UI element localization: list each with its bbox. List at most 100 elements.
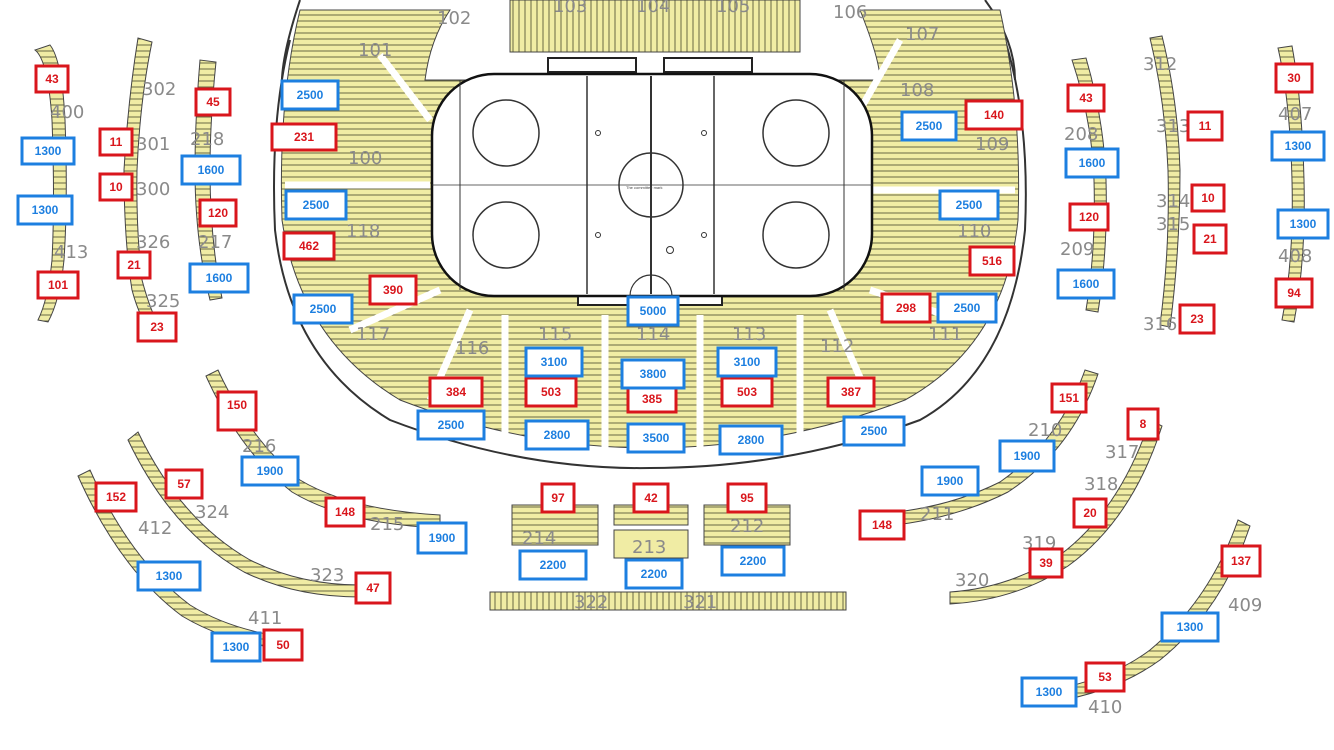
red-tag[interactable]: 516 xyxy=(968,245,1016,277)
red-tag[interactable]: 151 xyxy=(1050,382,1088,414)
blue-tag-value: 2500 xyxy=(303,198,330,212)
blue-tag[interactable]: 1300 xyxy=(20,136,76,166)
red-tag[interactable]: 21 xyxy=(116,250,152,280)
section-label: 218 xyxy=(190,129,224,150)
blue-tag[interactable]: 2200 xyxy=(720,545,786,577)
blue-tag[interactable]: 1900 xyxy=(920,465,980,497)
section-213-block xyxy=(613,529,689,559)
blue-tag[interactable]: 2800 xyxy=(524,419,590,451)
blue-tag[interactable]: 2500 xyxy=(416,409,486,441)
red-tag[interactable]: 10 xyxy=(98,172,134,202)
red-tag[interactable]: 23 xyxy=(1178,303,1216,335)
section-labels: 102 103 104 105 106 107 108 109 110 111 … xyxy=(50,0,1312,718)
blue-tag[interactable]: 2500 xyxy=(842,415,906,447)
red-tag[interactable]: 387 xyxy=(826,376,876,408)
blue-tag[interactable]: 2800 xyxy=(718,424,784,456)
red-tag[interactable]: 21 xyxy=(1192,223,1228,255)
section-label: 114 xyxy=(636,324,670,345)
blue-tag-value: 1600 xyxy=(1079,156,1106,170)
blue-tag-value: 1300 xyxy=(223,640,250,654)
blue-tag[interactable]: 1600 xyxy=(188,262,250,294)
red-tag[interactable]: 42 xyxy=(632,482,670,514)
red-tag[interactable]: 43 xyxy=(34,64,70,94)
blue-tag[interactable]: 1600 xyxy=(1064,147,1120,179)
red-tag[interactable]: 47 xyxy=(354,571,392,605)
red-tag[interactable]: 45 xyxy=(194,87,232,117)
red-tag-value: 21 xyxy=(127,258,141,272)
red-tag[interactable]: 503 xyxy=(524,376,578,408)
red-tag[interactable]: 11 xyxy=(1186,110,1224,142)
blue-tag[interactable]: 2500 xyxy=(284,189,348,221)
red-tag[interactable]: 384 xyxy=(428,376,484,408)
red-tag[interactable]: 152 xyxy=(94,481,138,513)
blue-tag[interactable]: 5000 xyxy=(626,295,680,327)
red-tag[interactable]: 101 xyxy=(36,270,80,300)
red-tag[interactable]: 97 xyxy=(540,482,576,514)
blue-tag[interactable]: 1300 xyxy=(1160,611,1220,643)
red-tag[interactable]: 20 xyxy=(1072,497,1108,529)
section-label: 214 xyxy=(522,528,556,549)
section-label: 409 xyxy=(1228,595,1262,616)
ice-rink: The committee mark xyxy=(430,72,874,298)
red-tag-value: 20 xyxy=(1083,506,1097,520)
red-tag-value: 30 xyxy=(1287,71,1301,85)
red-tag[interactable]: 385 xyxy=(626,384,678,414)
blue-tag[interactable]: 1900 xyxy=(240,455,300,487)
blue-tag[interactable]: 1300 xyxy=(1020,676,1078,708)
blue-tag[interactable]: 1300 xyxy=(1270,130,1326,162)
blue-tag[interactable]: 1600 xyxy=(1056,268,1116,300)
red-tag-value: 503 xyxy=(541,385,561,399)
blue-tag[interactable]: 2500 xyxy=(936,292,998,324)
red-tag[interactable]: 148 xyxy=(858,509,906,541)
red-tag[interactable]: 39 xyxy=(1028,547,1064,579)
red-tag[interactable]: 390 xyxy=(368,274,418,306)
red-tag-value: 148 xyxy=(335,505,355,519)
blue-tag[interactable]: 1600 xyxy=(180,154,242,186)
red-tag[interactable]: 150 xyxy=(216,390,258,432)
blue-tag[interactable]: 1300 xyxy=(16,194,74,226)
red-tag[interactable]: 53 xyxy=(1084,661,1126,693)
blue-tag[interactable]: 3800 xyxy=(620,358,686,390)
blue-tag[interactable]: 2500 xyxy=(938,189,1000,221)
red-tag[interactable]: 10 xyxy=(1190,183,1226,213)
blue-tag[interactable]: 1900 xyxy=(998,439,1056,473)
red-tag[interactable]: 50 xyxy=(262,628,304,662)
blue-tag[interactable]: 3100 xyxy=(524,346,584,378)
blue-tag[interactable]: 3100 xyxy=(716,346,778,378)
red-tag[interactable]: 8 xyxy=(1126,407,1160,441)
blue-tag[interactable]: 2200 xyxy=(624,558,684,590)
red-tag[interactable]: 30 xyxy=(1274,62,1314,94)
blue-tags: 1300 1300 1600 1600 2500 2500 2500 5000 … xyxy=(16,79,1330,708)
red-tag[interactable]: 95 xyxy=(726,482,768,514)
blue-tag[interactable]: 2200 xyxy=(518,549,588,581)
red-tag[interactable]: 11 xyxy=(98,127,134,157)
red-tag[interactable]: 120 xyxy=(198,198,238,228)
blue-tag[interactable]: 2500 xyxy=(900,110,958,142)
red-tag[interactable]: 137 xyxy=(1220,544,1262,578)
red-tag[interactable]: 94 xyxy=(1274,277,1314,309)
red-tag-value: 50 xyxy=(276,638,290,652)
blue-tag[interactable]: 2500 xyxy=(292,293,354,325)
blue-tag[interactable]: 2500 xyxy=(280,79,340,111)
red-tag[interactable]: 298 xyxy=(880,292,932,324)
section-label: 315 xyxy=(1156,214,1190,235)
blue-tag[interactable]: 1300 xyxy=(210,631,262,663)
blue-tag-value: 3800 xyxy=(640,367,667,381)
red-tag-value: 384 xyxy=(446,385,466,399)
red-tag-value: 39 xyxy=(1039,556,1053,570)
red-tag-value: 298 xyxy=(896,301,916,315)
red-tag[interactable]: 231 xyxy=(270,122,338,152)
red-tag[interactable]: 148 xyxy=(324,496,366,528)
blue-tag[interactable]: 1300 xyxy=(136,560,202,592)
red-tag[interactable]: 140 xyxy=(964,99,1024,131)
blue-tag[interactable]: 3500 xyxy=(626,422,686,454)
red-tag[interactable]: 462 xyxy=(282,231,336,261)
blue-tag[interactable]: 1900 xyxy=(416,521,468,555)
red-tag[interactable]: 23 xyxy=(136,311,178,343)
red-tag[interactable]: 120 xyxy=(1068,202,1110,232)
red-tag[interactable]: 57 xyxy=(164,468,204,500)
red-tag[interactable]: 43 xyxy=(1066,83,1106,113)
red-tag[interactable]: 503 xyxy=(720,376,774,408)
blue-tag-value: 2800 xyxy=(738,433,765,447)
blue-tag[interactable]: 1300 xyxy=(1276,208,1330,240)
